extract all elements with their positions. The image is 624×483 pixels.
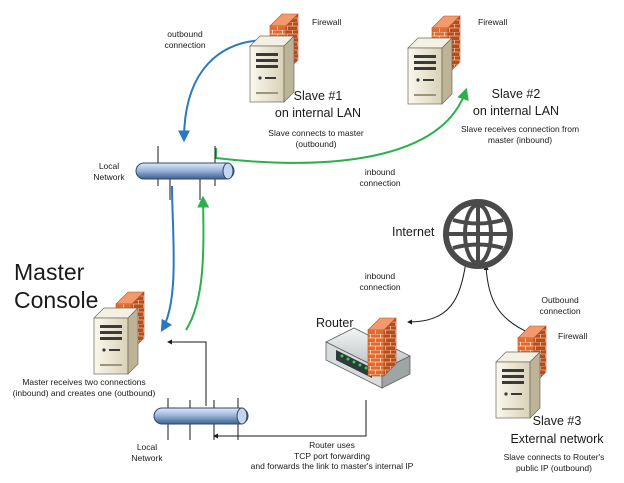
inbound-connection-internet-label: inbound connection	[359, 271, 401, 292]
slave2-title-line2: on internal LAN	[472, 104, 560, 118]
local-network-bottom-label: Local Network	[131, 442, 163, 463]
router-caption: Router uses TCP port forwarding and forw…	[250, 440, 414, 472]
slave3-title-line2: External network	[510, 432, 604, 446]
internet-label: Internet	[392, 225, 435, 239]
outbound-connection-slave3-label: Outbound connection	[539, 295, 581, 316]
master-server-icon	[93, 307, 139, 375]
master-caption: Master receives two connections (inbound…	[12, 377, 156, 398]
slave3-server-icon	[495, 351, 541, 419]
local-network-bus-top	[135, 146, 235, 200]
inbound-link-to-master	[185, 195, 210, 331]
internet-to-router-link	[407, 261, 467, 325]
inbound-connection-slave2-label: inbound connection	[359, 167, 401, 188]
inbound-link-slave2	[215, 87, 469, 164]
slave2-firewall-label: Firewall	[478, 17, 508, 27]
slave2-title-line1: Slave #2	[491, 87, 541, 101]
router-firewall-icon	[367, 317, 397, 377]
slave3-caption: Slave connects to Router's public IP (ou…	[503, 452, 605, 473]
slave1-caption: Slave connects to master (outbound)	[268, 128, 364, 149]
master-bus-link	[167, 339, 207, 406]
slave1-title-line1: Slave #1	[293, 89, 343, 103]
slave3-firewall-label: Firewall	[558, 331, 588, 341]
slave1-title-line2: on internal LAN	[274, 106, 362, 120]
slave3-to-internet-link	[483, 265, 533, 335]
master-title-line1: Master	[14, 259, 85, 285]
local-network-bus-bottom	[153, 398, 249, 440]
slave2-server-icon	[407, 37, 453, 105]
outbound-link-slave1	[178, 39, 269, 143]
slave1-firewall-label: Firewall	[312, 17, 342, 27]
local-network-top-label: Local Network	[93, 161, 125, 182]
link-slave1-to-master	[160, 185, 175, 333]
router-to-master-link	[213, 400, 367, 439]
internet-globe-icon	[443, 199, 513, 269]
slave2-caption: Slave receives connection from master (i…	[460, 124, 580, 145]
outbound-connection-label: outbound connection	[164, 29, 206, 50]
master-title-line2: Console	[14, 287, 99, 313]
router-label: Router	[316, 316, 354, 330]
slave3-title-line1: Slave #3	[532, 414, 582, 428]
